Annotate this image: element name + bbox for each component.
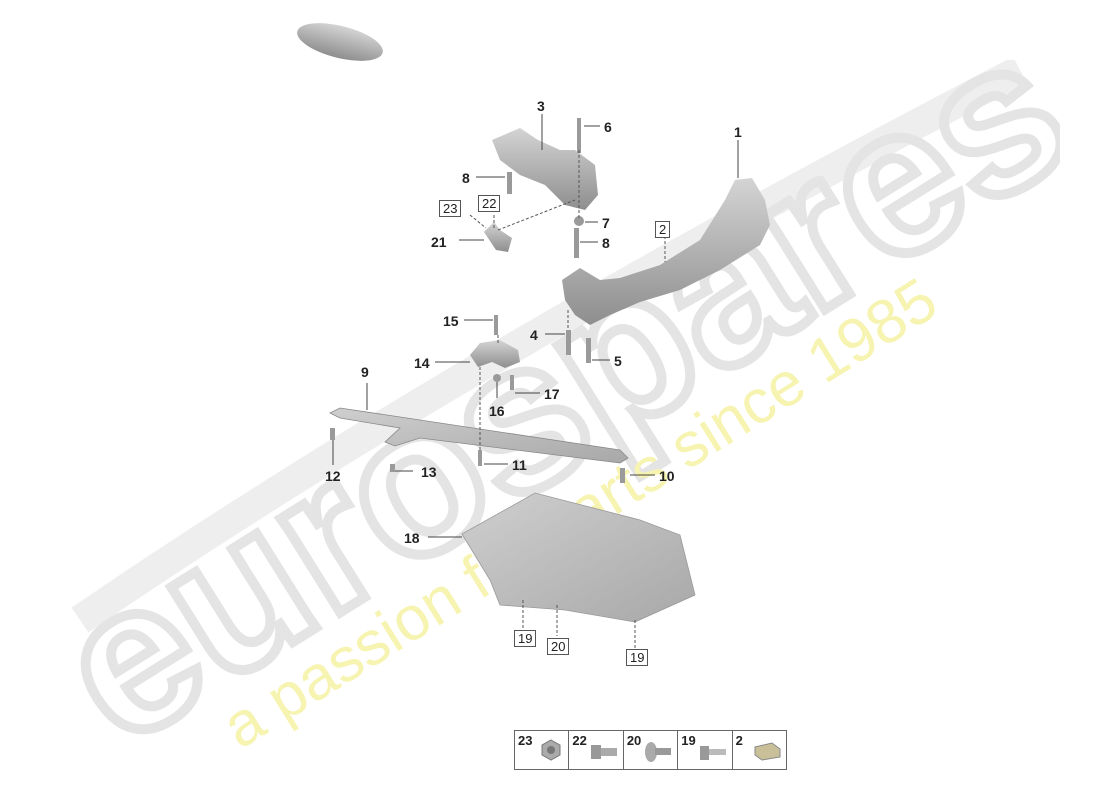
callout-23[interactable]: 23 bbox=[439, 200, 462, 217]
callout-3[interactable]: 3 bbox=[537, 98, 545, 114]
callout-21[interactable]: 21 bbox=[431, 234, 447, 250]
mount-part-14 bbox=[470, 340, 520, 368]
callout-20[interactable]: 20 bbox=[547, 638, 570, 655]
callout-14[interactable]: 14 bbox=[414, 355, 430, 371]
legend-item-20[interactable]: 20 bbox=[624, 731, 679, 769]
cover-cap bbox=[297, 23, 383, 61]
callout-8-upper[interactable]: 8 bbox=[462, 170, 470, 186]
fastener-legend: 23 22 20 19 2 bbox=[514, 730, 787, 770]
callout-19-left[interactable]: 19 bbox=[514, 630, 537, 647]
legend-number: 19 bbox=[681, 733, 696, 748]
callout-13[interactable]: 13 bbox=[421, 464, 437, 480]
fasteners bbox=[330, 118, 625, 483]
callout-9[interactable]: 9 bbox=[361, 364, 369, 380]
subframe-part-1 bbox=[562, 178, 770, 325]
callout-1[interactable]: 1 bbox=[734, 124, 742, 140]
callout-12[interactable]: 12 bbox=[325, 468, 341, 484]
legend-item-19[interactable]: 19 bbox=[678, 731, 733, 769]
cross-brace-part-9 bbox=[329, 407, 629, 464]
legend-number: 20 bbox=[626, 733, 642, 748]
callout-11[interactable]: 11 bbox=[512, 457, 527, 473]
callout-17[interactable]: 17 bbox=[544, 386, 560, 402]
callout-22[interactable]: 22 bbox=[478, 195, 501, 212]
callout-19-right[interactable]: 19 bbox=[626, 649, 649, 666]
legend-number: 2 bbox=[735, 733, 743, 748]
callout-15[interactable]: 15 bbox=[443, 313, 459, 329]
legend-number: 22 bbox=[572, 733, 587, 748]
hex-bolt-icon bbox=[590, 745, 617, 759]
callout-7[interactable]: 7 bbox=[602, 215, 610, 231]
callout-2[interactable]: 2 bbox=[655, 221, 671, 238]
legend-item-2[interactable]: 2 bbox=[733, 731, 786, 769]
flange-nut-icon bbox=[541, 739, 561, 761]
clip-nut-icon bbox=[754, 742, 781, 761]
dashed-assembly-lines bbox=[469, 150, 666, 648]
bracket-part-21 bbox=[484, 222, 512, 252]
callout-16[interactable]: 16 bbox=[489, 403, 505, 419]
underbody-panel-part-18 bbox=[461, 492, 696, 623]
flange-screw-icon bbox=[699, 746, 726, 760]
callout-6[interactable]: 6 bbox=[604, 119, 612, 135]
callout-18[interactable]: 18 bbox=[404, 530, 420, 546]
leader-lines bbox=[332, 114, 739, 538]
legend-item-22[interactable]: 22 bbox=[569, 731, 624, 769]
push-clip-icon bbox=[645, 742, 672, 762]
legend-number: 23 bbox=[518, 733, 533, 748]
callout-5[interactable]: 5 bbox=[614, 353, 622, 369]
callout-4[interactable]: 4 bbox=[530, 327, 538, 343]
bracket-part-3 bbox=[492, 128, 598, 210]
callout-8-lower[interactable]: 8 bbox=[602, 235, 610, 251]
callout-10[interactable]: 10 bbox=[659, 468, 675, 484]
legend-item-23[interactable]: 23 bbox=[515, 731, 570, 769]
